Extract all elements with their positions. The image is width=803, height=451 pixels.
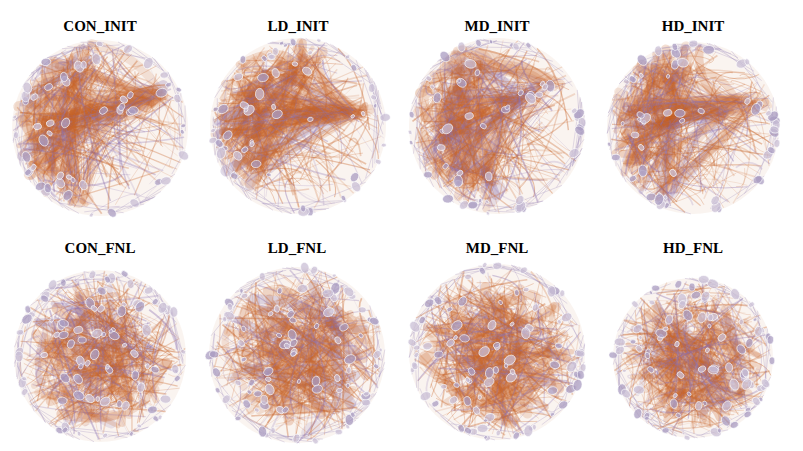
network-node bbox=[128, 107, 138, 115]
network-node bbox=[423, 171, 432, 178]
network-node bbox=[675, 109, 686, 117]
network-node bbox=[535, 92, 543, 98]
network-node bbox=[300, 205, 306, 212]
network-node bbox=[13, 132, 18, 139]
network-node bbox=[703, 45, 715, 54]
network-panel bbox=[408, 38, 587, 216]
network-panel bbox=[607, 39, 781, 214]
network-node bbox=[485, 172, 492, 181]
network-node bbox=[81, 61, 86, 68]
network-node bbox=[453, 175, 462, 187]
network-node bbox=[268, 54, 275, 59]
network-node bbox=[381, 143, 386, 147]
network-panel bbox=[208, 38, 390, 217]
network-panel bbox=[12, 40, 190, 219]
network-node bbox=[373, 103, 377, 108]
network-node bbox=[255, 88, 264, 99]
